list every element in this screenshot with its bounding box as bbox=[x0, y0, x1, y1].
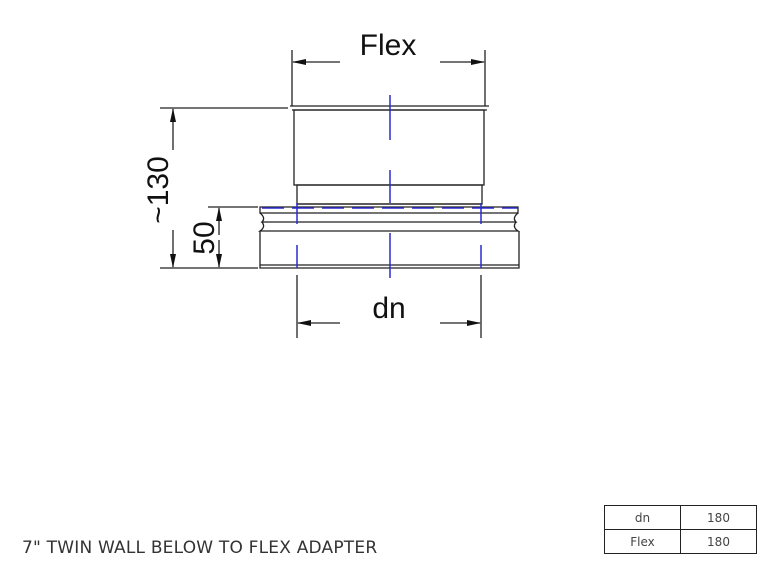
spec-key: Flex bbox=[604, 529, 681, 554]
drawing-title: 7" TWIN WALL BELOW TO FLEX ADAPTER bbox=[22, 538, 378, 558]
height-dimension: ~130 bbox=[142, 107, 288, 269]
flex-dimension-label: Flex bbox=[360, 29, 417, 62]
table-row: Flex 180 bbox=[604, 529, 757, 554]
centerlines bbox=[262, 95, 518, 278]
dn-dimension: dn bbox=[296, 275, 482, 338]
spec-key: dn bbox=[604, 505, 681, 530]
spec-table: dn 180 Flex 180 bbox=[604, 505, 757, 554]
spec-value: 180 bbox=[680, 505, 757, 530]
collar-dimension-label: 50 bbox=[188, 221, 221, 254]
spec-value: 180 bbox=[680, 529, 757, 554]
flex-dimension: Flex bbox=[291, 29, 486, 106]
table-row: dn 180 bbox=[604, 505, 757, 530]
collar-dimension: 50 bbox=[188, 206, 258, 268]
height-dimension-label: ~130 bbox=[142, 156, 175, 224]
dn-dimension-label: dn bbox=[372, 292, 405, 325]
